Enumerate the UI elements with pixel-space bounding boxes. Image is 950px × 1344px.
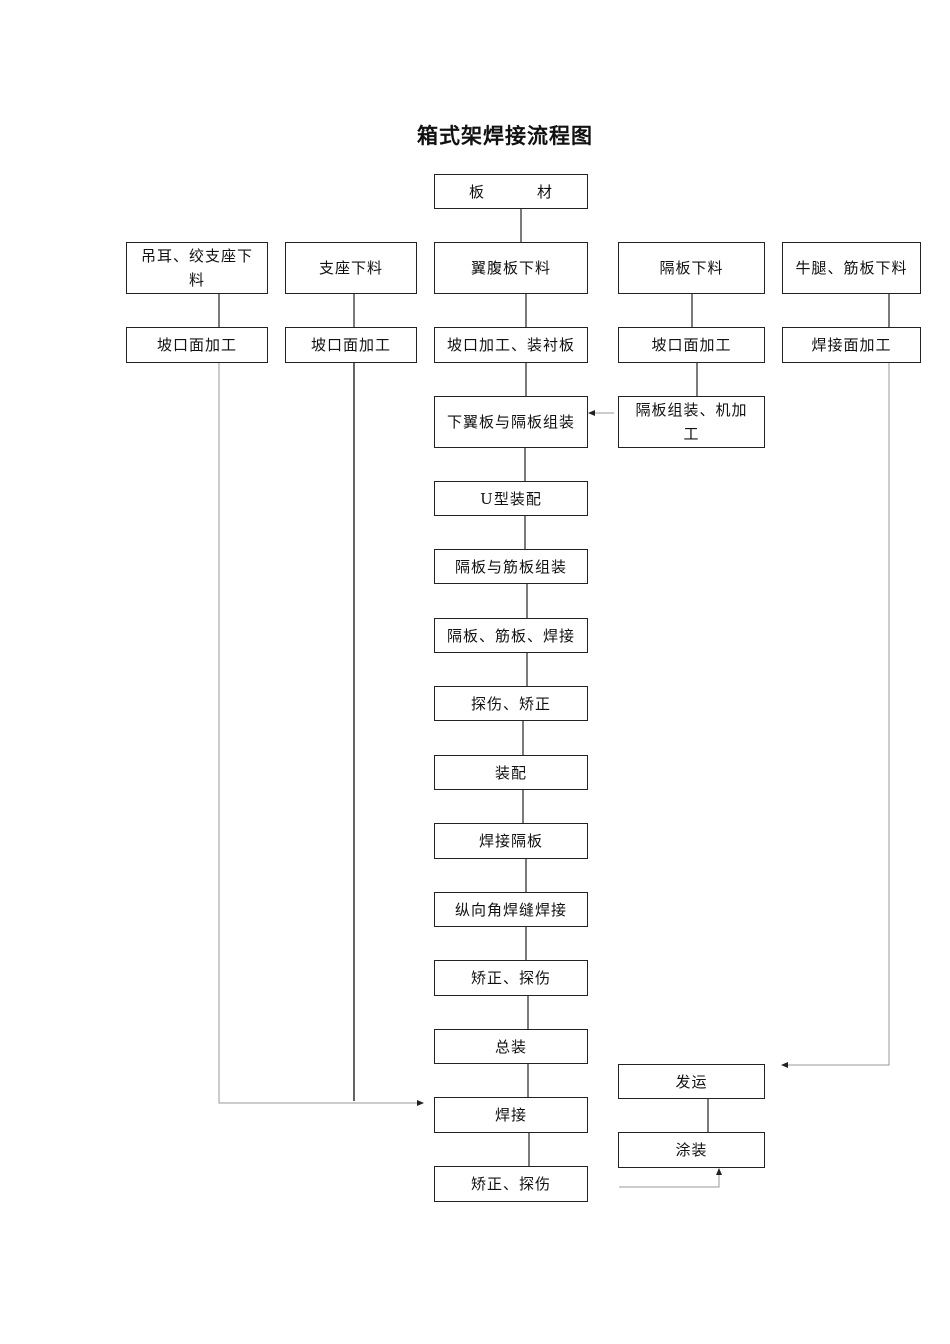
node-lug-bevel: 坡口面加工 [126,327,268,363]
node-final-assembly: 总装 [434,1029,588,1064]
node-welding: 焊接 [434,1097,588,1133]
node-straighten-inspect-2: 矫正、探伤 [434,1166,588,1202]
node-u-fitting: U型装配 [434,481,588,516]
node-support-blank: 支座下料 [285,242,417,294]
connector-lug-to-welding [218,363,424,1106]
node-flange-bevel-backing: 坡口加工、装衬板 [434,327,588,363]
node-diaphragm-rib-weld: 隔板、筋板、焊接 [434,618,588,653]
node-diaphragm-blank: 隔板下料 [618,242,765,294]
node-plate: 板 材 [434,174,588,209]
node-plate-left: 板 [469,182,486,201]
page-title: 箱式架焊接流程图 [417,124,593,148]
node-weld-diaphragm: 焊接隔板 [434,823,588,859]
connector-inspect-to-painting [619,1168,722,1188]
node-support-bevel: 坡口面加工 [285,327,417,363]
node-painting: 涂装 [618,1132,765,1168]
node-diaphragm-rib-assembly: 隔板与筋板组装 [434,549,588,584]
node-inspect-straighten-1: 探伤、矫正 [434,686,588,721]
node-diaphragm-assembly-machining: 隔板组装、机加工 [618,396,765,448]
node-shipping: 发运 [618,1064,765,1099]
node-lower-flange-diaphragm: 下翼板与隔板组装 [434,396,588,448]
node-corbel-rib-blank: 牛腿、筋板下料 [782,242,921,294]
node-corbel-weld-face: 焊接面加工 [782,327,921,363]
node-lug-blank: 吊耳、绞支座下料 [126,242,268,294]
connector-corbel-to-shipping [781,363,890,1068]
node-longitudinal-fillet-weld: 纵向角焊缝焊接 [434,892,588,927]
node-flange-web-blank: 翼腹板下料 [434,242,588,294]
node-straighten-inspect-1: 矫正、探伤 [434,960,588,996]
node-fitting: 装配 [434,755,588,790]
node-plate-right: 材 [536,182,553,201]
node-diaphragm-bevel: 坡口面加工 [618,327,765,363]
